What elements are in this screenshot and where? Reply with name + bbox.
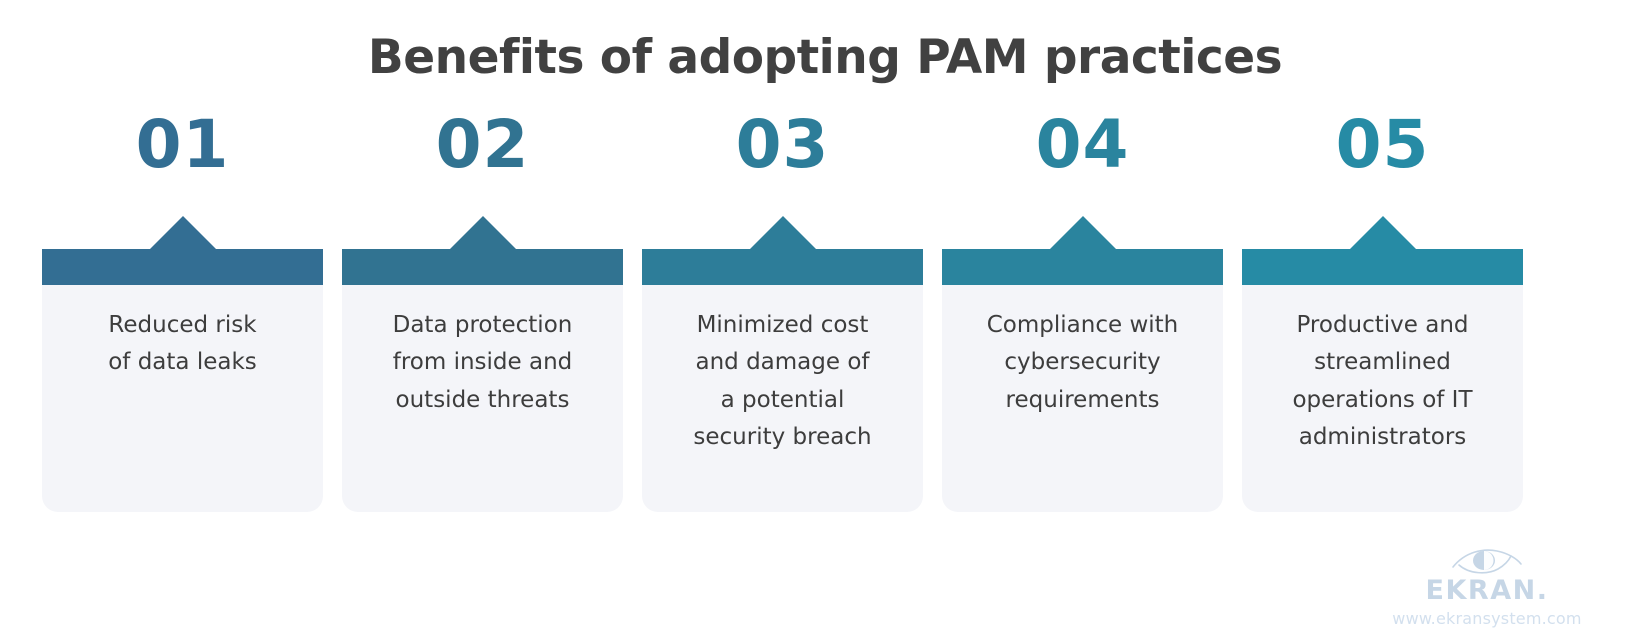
step-text-02: Data protection from inside and outside … [392, 312, 573, 413]
step-pointer-01 [149, 216, 216, 249]
step-card-04: Compliance with cybersecurity requiremen… [942, 285, 1223, 512]
step-pointer-03 [749, 216, 816, 249]
step-text-05: Productive and streamlined operations of… [1292, 312, 1473, 450]
step-column-05: 05 Productive and streamlined operations… [1242, 112, 1523, 512]
brand-url: www.ekransystem.com [1392, 609, 1582, 628]
step-bar-02 [342, 249, 623, 285]
step-column-02: 02 Data protection from inside and outsi… [342, 112, 623, 512]
step-card-01: Reduced risk of data leaks [42, 285, 323, 512]
eye-icon [1452, 548, 1522, 574]
brand-watermark: EKRAN. www.ekransystem.com [1352, 546, 1622, 628]
step-text-01: Reduced risk of data leaks [108, 312, 257, 376]
step-number-03: 03 [735, 106, 830, 183]
step-bar-04 [942, 249, 1223, 285]
step-column-01: 01 Reduced risk of data leaks [42, 112, 323, 512]
step-card-02: Data protection from inside and outside … [342, 285, 623, 512]
step-number-02: 02 [435, 106, 530, 183]
page-title: Benefits of adopting PAM practices [367, 30, 1283, 85]
step-pointer-04 [1049, 216, 1116, 249]
step-text-03: Minimized cost and damage of a potential… [693, 312, 872, 450]
step-pointer-05 [1349, 216, 1416, 249]
step-pointer-02 [449, 216, 516, 249]
step-number-04: 04 [1035, 106, 1130, 183]
step-card-05: Productive and streamlined operations of… [1242, 285, 1523, 512]
steps-row: 01 Reduced risk of data leaks 02 Data pr… [42, 112, 1608, 512]
step-bar-03 [642, 249, 923, 285]
step-number-05: 05 [1335, 106, 1430, 183]
step-bar-05 [1242, 249, 1523, 285]
step-column-04: 04 Compliance with cybersecurity require… [942, 112, 1223, 512]
step-bar-01 [42, 249, 323, 285]
step-text-04: Compliance with cybersecurity requiremen… [986, 312, 1179, 413]
step-column-03: 03 Minimized cost and damage of a potent… [642, 112, 923, 512]
step-card-03: Minimized cost and damage of a potential… [642, 285, 923, 512]
step-number-01: 01 [135, 106, 230, 183]
brand-name: EKRAN. [1425, 574, 1549, 606]
